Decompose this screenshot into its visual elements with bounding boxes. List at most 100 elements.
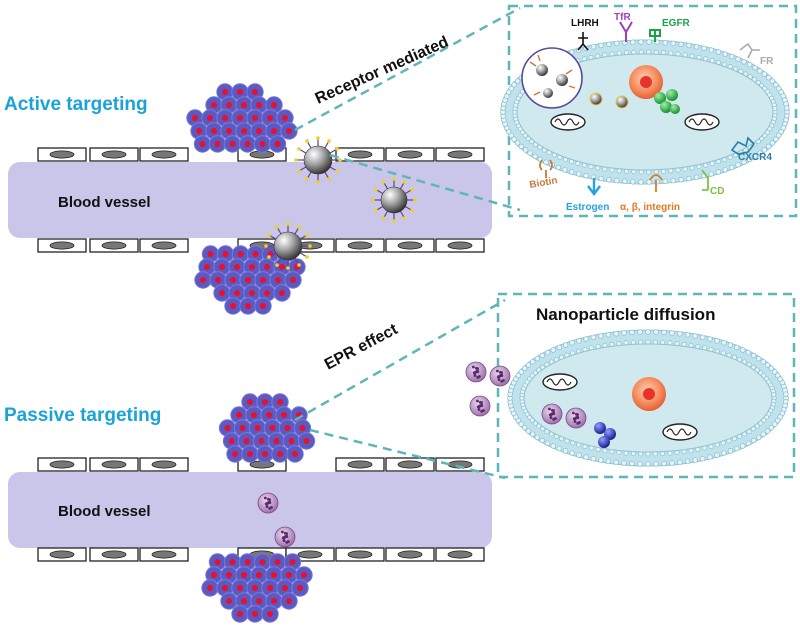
endothelial-cell [89,147,139,162]
endothelial-cell [89,238,139,253]
tumor-cell [226,445,244,463]
endothelial-cell [89,547,139,562]
tumor-cell [213,284,231,302]
tumor-cell [273,284,291,302]
porous-nanoparticles [257,492,296,548]
cd-receptor-icon [701,169,709,191]
tumor-cell [256,445,274,463]
tumor-cell [271,393,289,411]
tumor-cell [209,271,227,289]
endothelial-cell [89,457,139,472]
svg-text:Biotin: Biotin [529,175,559,191]
tumor-cell [208,553,227,571]
top-tumor-cluster-upper [186,83,298,153]
tumor-cell [283,553,302,571]
porous-nanoparticle [489,365,511,387]
tumor-cell [253,135,272,153]
integrin-receptor-icon [649,174,663,192]
endothelial-cell [385,147,435,162]
top-endothelium-upper [37,147,485,162]
fr-receptor-icon [739,42,760,59]
receptor-cxcr4: CXCR4 [730,136,772,163]
endothelial-cell [37,147,87,162]
receptor-biotin: Biotin [529,159,559,191]
bottom-blood-vessel [8,472,492,548]
tumor-cell [194,271,212,289]
tumor-cell [239,297,257,315]
egfr-receptor-icon [649,29,661,42]
passive-targeting-title: Passive targeting [4,405,161,426]
bottom-vessel-label: Blood vessel [58,503,151,520]
svg-text:EGFR: EGFR [662,18,691,29]
porous-nanoparticle [541,403,563,425]
endothelial-cell [139,547,189,562]
svg-text:TfR: TfR [614,12,631,23]
top-vessel-label: Blood vessel [58,194,151,211]
tumor-cell [231,579,249,597]
porous-nanoparticle [274,526,296,548]
bottom-tumor-cluster-upper [218,393,316,463]
svg-text:FR: FR [760,56,774,67]
top-tumor-cluster-lower [194,245,306,315]
tumor-cell [291,579,309,597]
active-targeting-title: Active targeting [4,94,148,115]
svg-text:Estrogen: Estrogen [566,202,609,213]
endothelial-cell [139,147,189,162]
endothelial-cell [37,238,87,253]
endothelial-cell [335,547,385,562]
tumor-cell [205,566,223,584]
endothelial-cell [385,238,435,253]
receptor-lhrh: LHRH [571,18,599,51]
tumor-cell [265,96,283,114]
callout-line-top [294,6,521,132]
mitochondria-icon [684,113,720,131]
tumor-cell [276,579,294,597]
tumor-cell [261,605,279,623]
tumor-cell [246,83,264,101]
endothelial-cell [139,238,189,253]
estrogen-receptor-icon [587,178,601,196]
tumor-cell [286,445,304,463]
targeted-nanoparticles [264,136,417,270]
svg-text:α, β, integrin: α, β, integrin [620,202,680,213]
mitochondria-icon [550,113,586,131]
porous-nanoparticle [257,492,279,514]
tumor-cell [284,271,302,289]
biotin-receptor-icon [539,159,553,178]
tumor-cell [238,135,257,153]
receptor-integrin: α, β, integrin [620,174,680,213]
mitochondria-icon [662,423,698,441]
tumor-cell [193,135,212,153]
tumor-cell [271,445,289,463]
tfr-receptor-icon [619,21,633,42]
tumor-cell [220,592,238,610]
target-cell-bottom [507,329,789,467]
receptor-mediated-label: Receptor mediated [313,34,452,108]
endothelial-cell [335,457,385,472]
endothelial-cell [385,457,435,472]
target-cell-top [500,39,790,185]
ligand-nanoparticle [294,136,342,184]
bottom-endothelium-lower [37,547,485,562]
mitochondria-icon [542,373,578,391]
callout-line-bottom [329,153,521,212]
endothelial-cell [139,457,189,472]
tumor-cell [224,297,242,315]
endothelial-cell [37,547,87,562]
endothelial-cell [435,238,485,253]
receptor-tfr: TfR [614,12,633,42]
endothelial-cell [37,457,87,472]
top-blood-vessel [8,162,492,238]
tumor-cell [243,258,261,276]
receptor-egfr: EGFR [649,18,691,42]
nanoparticle-diffusion-label: Nanoparticle diffusion [536,305,715,324]
tumor-cell [201,579,219,597]
ligand-nanoparticle [264,222,312,270]
endothelial-cell [435,547,485,562]
endothelial-cell [335,238,385,253]
zoom-inset-circle [521,47,583,109]
bottom-tumor-cluster-lower [201,553,313,623]
svg-text:LHRH: LHRH [571,18,599,29]
tumor-cell [208,135,227,153]
